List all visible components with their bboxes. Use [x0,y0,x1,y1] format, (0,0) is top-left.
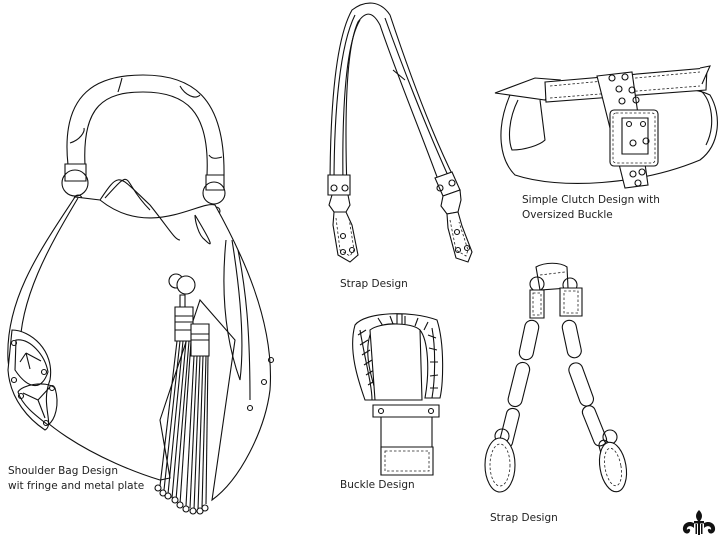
buckle-drawing [353,314,443,475]
shoulder-bag-label-line-1: Shoulder Bag Design [8,465,118,477]
strap-design-2-drawing [485,263,630,494]
strap-design-1-label-text: Strap Design [340,278,408,290]
clutch-label-line-2: Oversized Buckle [522,209,613,221]
clutch-drawing [495,66,717,188]
strap-design-1-label: Strap Design [340,277,408,292]
strap-design-1-drawing [328,3,472,262]
clutch-label-line-1: Simple Clutch Design with [522,194,660,206]
strap-design-2-label: Strap Design [490,511,558,526]
shoulder-bag-label: Shoulder Bag Design wit fringe and metal… [8,464,144,494]
shoulder-bag-drawing [8,75,274,514]
buckle-label-text: Buckle Design [340,479,415,491]
strap-design-2-label-text: Strap Design [490,512,558,524]
fleur-de-lis-icon [682,510,716,535]
buckle-label: Buckle Design [340,478,415,493]
clutch-label: Simple Clutch Design with Oversized Buck… [522,193,660,223]
shoulder-bag-label-line-2: wit fringe and metal plate [8,480,145,492]
